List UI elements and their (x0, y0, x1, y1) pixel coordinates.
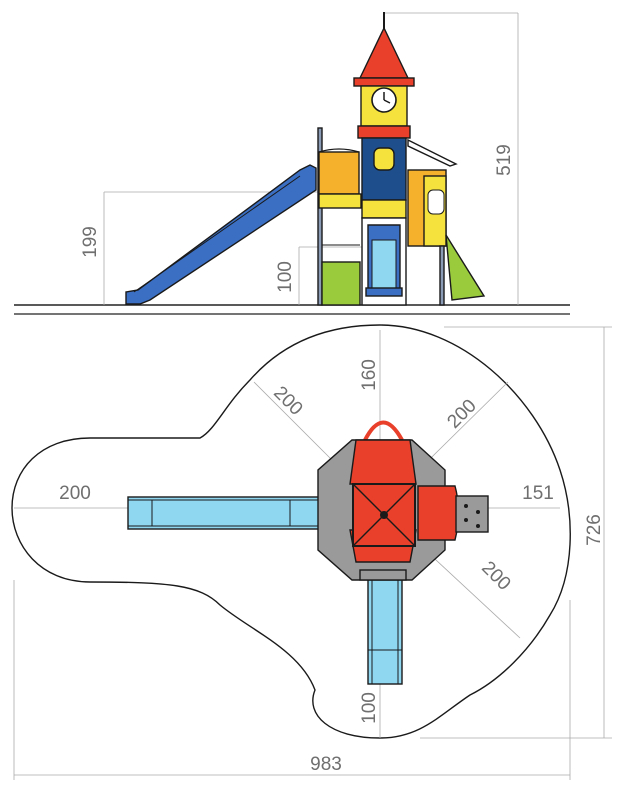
small-slide (365, 224, 403, 297)
dimension-left-extent: 200 (59, 483, 91, 504)
dimension-radius-upper-right: 200 (443, 395, 480, 432)
dimension-bottom-extent: 100 (359, 692, 380, 724)
dimension-total-depth: 726 (584, 514, 605, 546)
right-house (407, 138, 458, 306)
tower-roof-plan (352, 483, 416, 547)
elevation-view: 519 199 100 (14, 12, 570, 306)
dimension-radius-top: 160 (359, 359, 380, 391)
dimension-small-slide-height: 100 (275, 261, 296, 293)
dimension-total-height: 519 (494, 144, 515, 176)
dimension-slide-platform-height: 199 (80, 226, 101, 258)
climbing-panel-plan (455, 495, 489, 533)
dimension-radius-lower-right: 200 (477, 557, 514, 594)
slide-step-plan (359, 569, 407, 581)
dimension-total-width: 983 (310, 754, 342, 775)
safety-zone-outline (11, 324, 571, 739)
plan-dimension-guides (13, 326, 612, 780)
long-slide (125, 164, 317, 305)
dimension-right-extent: 151 (522, 483, 554, 504)
small-slide-plan (367, 577, 403, 685)
dimension-radius-upper-left: 200 (269, 382, 306, 419)
top-handle (363, 420, 404, 441)
plan-view: 160 200 200 200 151 200 100 983 726 (11, 324, 612, 780)
long-slide-plan (127, 496, 323, 530)
left-platform (317, 127, 362, 306)
green-climbing-wall (445, 234, 486, 301)
elevation-dimension-guides (103, 12, 519, 305)
